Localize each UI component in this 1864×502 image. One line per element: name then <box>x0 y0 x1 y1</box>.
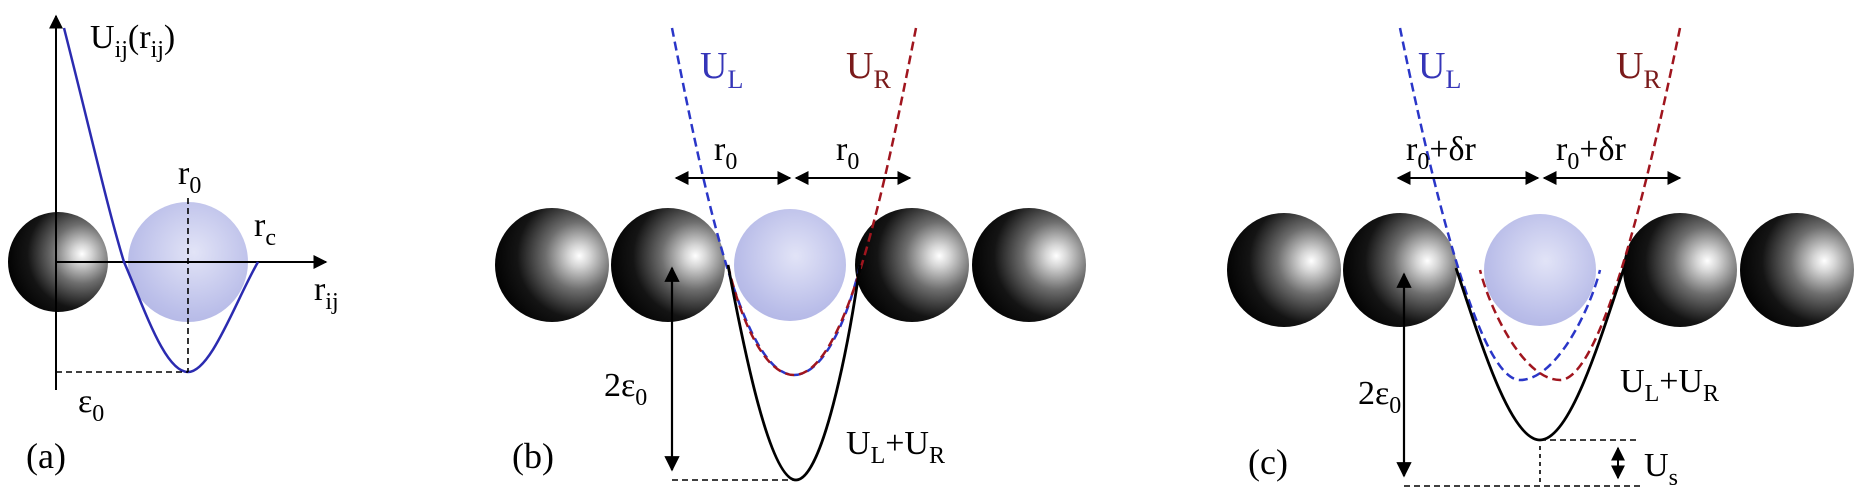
right-potential-label-b: UR <box>846 45 891 94</box>
atom-b-3 <box>855 208 969 322</box>
y-axis-label: Uij(rij) <box>90 19 175 63</box>
panel-c-label: (c) <box>1248 442 1288 482</box>
right-potential-label-c: UR <box>1616 45 1661 94</box>
right-potential-c <box>1478 27 1682 382</box>
atom-b-4 <box>972 208 1086 322</box>
atom-c-4 <box>1740 213 1854 327</box>
saddle-label-c: Us <box>1644 447 1678 491</box>
r0-label: r0 <box>178 155 201 199</box>
sum-label-c: UL+UR <box>1620 363 1719 407</box>
atom-c-2 <box>1343 213 1457 327</box>
pair-potential-curve <box>62 27 260 374</box>
interstitial-atom-b <box>734 209 846 321</box>
depth-label-b: 2ε0 <box>604 367 647 411</box>
depth-label-c: 2ε0 <box>1358 375 1401 419</box>
left-span-label-c: r0+δr <box>1406 131 1477 175</box>
panel-a: Uij(rij) r0 rc rij ε0 (a) <box>8 14 339 476</box>
panel-b-label: (b) <box>512 436 554 476</box>
atom-b-2 <box>611 208 725 322</box>
panel-a-label: (a) <box>26 436 66 476</box>
left-span-label-b: r0 <box>714 131 737 175</box>
right-span-label-c: r0+δr <box>1556 131 1627 175</box>
panel-b: UL UR r0 r0 2ε0 UL+UR (b) <box>495 27 1086 482</box>
rc-label: rc <box>254 207 276 251</box>
left-potential-label-c: UL <box>1418 45 1461 94</box>
panel-c: UL UR r0+δr r0+δr 2ε0 UL+UR Us (c) <box>1227 27 1854 491</box>
right-span-label-b: r0 <box>836 131 859 175</box>
atom-b-1 <box>495 208 609 322</box>
x-axis-label: rij <box>314 271 339 315</box>
interstitial-atom-c <box>1484 214 1596 326</box>
eps0-label: ε0 <box>78 383 104 427</box>
left-potential-c <box>1398 27 1602 382</box>
left-potential-b <box>670 27 862 377</box>
atom-c-1 <box>1227 213 1341 327</box>
atom-c-3 <box>1623 213 1737 327</box>
sum-label-b: UL+UR <box>846 425 945 469</box>
right-potential-b <box>726 27 918 377</box>
left-potential-label-b: UL <box>700 45 743 94</box>
